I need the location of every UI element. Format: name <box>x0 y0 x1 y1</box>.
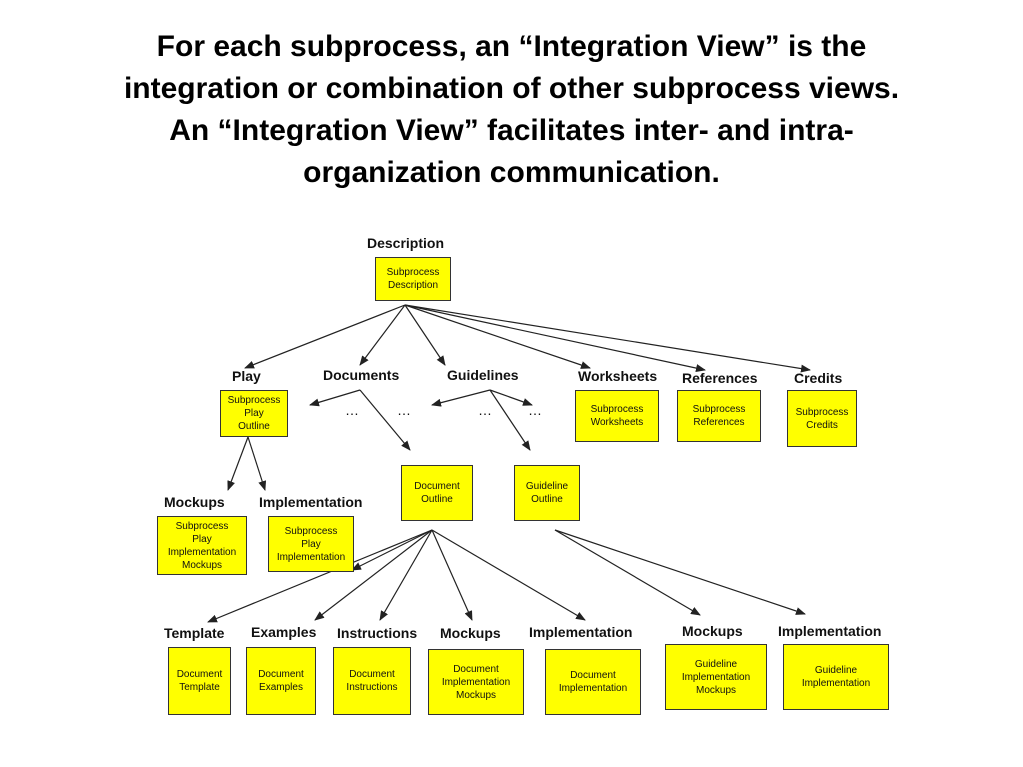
arrow-play-implementation <box>247 436 267 491</box>
arrow-docoutline-template <box>207 529 433 623</box>
arrow-description-documents <box>359 304 406 366</box>
title-line-4: organization communication. <box>303 156 720 189</box>
label-play-implementation: Implementation <box>259 494 363 510</box>
arrow-guidelines-left <box>431 389 491 407</box>
label-credits: Credits <box>794 370 843 386</box>
label-examples: Examples <box>251 624 317 640</box>
arrow-description-play <box>244 304 406 369</box>
ellipsis-documents-1: … <box>345 402 360 418</box>
arrow-guidelines-outline <box>489 389 531 451</box>
label-guidelines: Guidelines <box>447 367 519 383</box>
box-guideline-outline: Guideline Outline <box>514 465 580 521</box>
label-worksheets: Worksheets <box>578 368 658 384</box>
box-document-implementation: Document Implementation <box>545 649 641 715</box>
box-subprocess-play-implementation-mockups: Subprocess Play Implementation Mockups <box>157 516 247 575</box>
label-template: Template <box>164 625 225 641</box>
arrow-documents-outline <box>359 389 411 451</box>
label-guideline-mockups: Mockups <box>682 623 743 639</box>
box-subprocess-play-implementation: Subprocess Play Implementation <box>268 516 354 572</box>
label-documents: Documents <box>323 367 400 383</box>
label-play-mockups: Mockups <box>164 494 225 510</box>
box-document-instructions: Document Instructions <box>333 647 411 715</box>
title-line-1: For each subprocess, an “Integration Vie… <box>156 30 867 63</box>
arrow-docoutline-examples <box>314 529 433 621</box>
box-subprocess-credits: Subprocess Credits <box>787 390 857 447</box>
label-instructions: Instructions <box>337 625 418 641</box>
slide-title: For each subprocess, an “Integration Vie… <box>20 26 1003 194</box>
arrow-guidelines-right <box>489 389 533 406</box>
box-document-template: Document Template <box>168 647 231 715</box>
arrow-play-mockups <box>227 436 249 491</box>
arrow-docoutline-instructions <box>379 529 433 621</box>
box-guideline-implementation: Guideline Implementation <box>783 644 889 710</box>
box-subprocess-play-outline: Subprocess Play Outline <box>220 390 288 437</box>
arrow-description-guidelines <box>404 304 446 366</box>
arrow-documents-left <box>309 389 361 407</box>
label-references: References <box>682 370 758 386</box>
arrow-guideoutline-mockups <box>554 529 701 616</box>
label-play: Play <box>232 368 261 384</box>
arrow-docoutline-mockups <box>431 529 473 621</box>
title-line-2: integration or combination of other subp… <box>123 72 900 105</box>
label-document-implementation: Implementation <box>529 624 633 640</box>
box-subprocess-references: Subprocess References <box>677 390 761 442</box>
arrow-docoutline-playimpl <box>351 529 433 571</box>
ellipsis-guidelines-1: … <box>478 402 493 418</box>
box-subprocess-description: Subprocess Description <box>375 257 451 301</box>
title-line-3: An “Integration View” facilitates inter-… <box>169 114 854 147</box>
arrow-description-worksheets <box>404 304 591 369</box>
ellipsis-guidelines-2: … <box>528 402 543 418</box>
arrow-description-references <box>404 304 706 373</box>
box-document-outline: Document Outline <box>401 465 473 521</box>
label-document-mockups: Mockups <box>440 625 501 641</box>
ellipsis-documents-2: … <box>397 402 412 418</box>
arrow-docoutline-implementation <box>431 529 586 621</box>
arrow-description-credits <box>404 304 811 373</box>
box-subprocess-worksheets: Subprocess Worksheets <box>575 390 659 442</box>
arrow-guideoutline-implementation <box>554 529 806 615</box>
label-guideline-implementation: Implementation <box>778 623 882 639</box>
label-description: Description <box>367 235 445 251</box>
box-document-implementation-mockups: Document Implementation Mockups <box>428 649 524 715</box>
box-guideline-implementation-mockups: Guideline Implementation Mockups <box>665 644 767 710</box>
box-document-examples: Document Examples <box>246 647 316 715</box>
